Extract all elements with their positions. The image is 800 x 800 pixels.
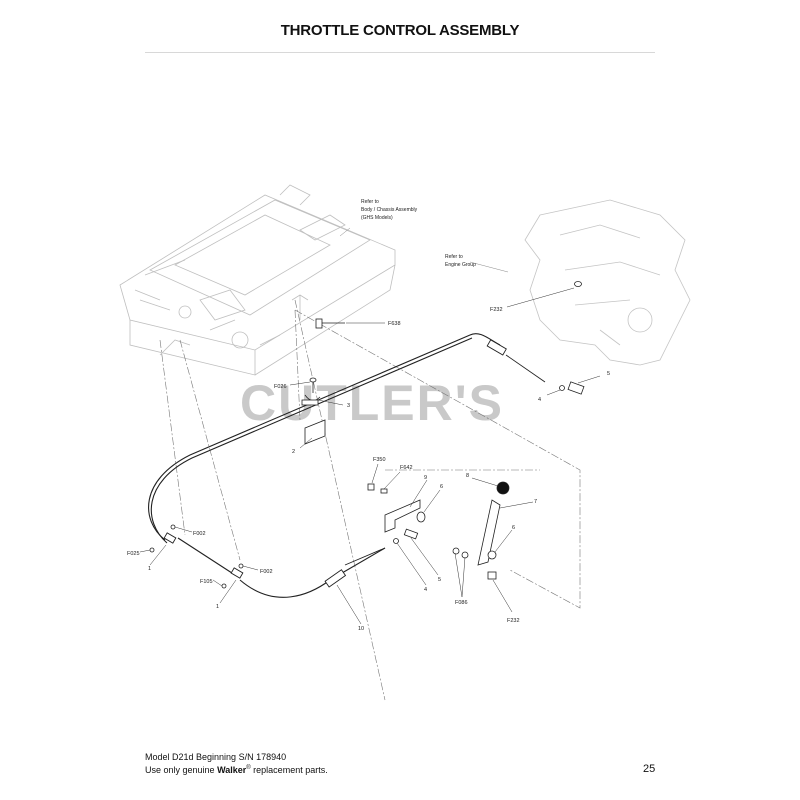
body-chassis-reference-note: Refer to Body / Chassis Assembly (GHS Mo… xyxy=(361,199,418,221)
callout-6-b: 6 xyxy=(512,525,515,531)
callout-5-bottom: 5 xyxy=(438,577,441,583)
throttle-cable xyxy=(148,333,501,598)
cable-fittings xyxy=(163,339,546,588)
page-number: 25 xyxy=(643,763,656,775)
parts-notice-prefix: Use only genuine xyxy=(145,765,218,775)
callout-F638: F638 xyxy=(388,321,401,327)
callout-8: 8 xyxy=(466,473,469,479)
callout-4-bottom: 4 xyxy=(424,587,427,593)
engine-group-reference-note: Refer to Engine Group xyxy=(445,254,476,268)
callout-F232-bottom: F232 xyxy=(507,618,520,624)
registered-mark: ® xyxy=(246,765,251,771)
callout-F026: F026 xyxy=(274,384,287,390)
callout-10: 10 xyxy=(358,626,364,632)
page-footer: Model D21d Beginning S/N 178940 Use only… xyxy=(145,752,328,776)
title-divider xyxy=(145,52,655,53)
engine-ref-line-1: Refer to xyxy=(445,254,463,260)
callout-F350: F350 xyxy=(373,457,386,463)
callout-F642: F642 xyxy=(400,465,413,471)
dashed-reference-lines xyxy=(159,299,581,701)
callout-5-top: 5 xyxy=(607,371,610,377)
chassis-body-illustration xyxy=(119,184,396,376)
callout-F105: F105 xyxy=(200,579,213,585)
callout-leaders xyxy=(139,287,601,625)
callout-1-b: 1 xyxy=(216,604,219,610)
page-title: THROTTLE CONTROL ASSEMBLY xyxy=(280,22,520,39)
callout-1-a: 1 xyxy=(148,566,151,572)
parts-notice-suffix: replacement parts. xyxy=(250,765,328,775)
model-line: Model D21d Beginning S/N 178940 xyxy=(145,752,287,762)
callout-F086: F086 xyxy=(455,600,468,606)
callout-3: 3 xyxy=(347,403,350,409)
hardware-parts xyxy=(149,281,585,589)
callout-F002-a: F002 xyxy=(193,531,206,537)
engine-illustration xyxy=(524,199,691,366)
watermark: CUTLER'S xyxy=(240,375,504,431)
body-ref-line-1: Refer to xyxy=(361,199,379,205)
callout-F025: F025 xyxy=(127,551,140,557)
callout-F002-b: F002 xyxy=(260,569,273,575)
reference-leaders xyxy=(339,227,509,273)
callout-2: 2 xyxy=(292,449,295,455)
body-ref-line-2: Body / Chassis Assembly xyxy=(361,207,418,213)
brand-name: Walker xyxy=(217,765,247,775)
callout-F232-top: F232 xyxy=(490,307,503,313)
engine-ref-line-2: Engine Group xyxy=(445,262,476,268)
callout-4-top: 4 xyxy=(538,397,541,403)
callout-9: 9 xyxy=(424,475,427,481)
callout-6-a: 6 xyxy=(440,484,443,490)
body-ref-line-3: (GHS Models) xyxy=(361,215,393,221)
parts-notice: Use only genuine Walker® replacement par… xyxy=(145,763,328,776)
callout-7: 7 xyxy=(534,499,537,505)
